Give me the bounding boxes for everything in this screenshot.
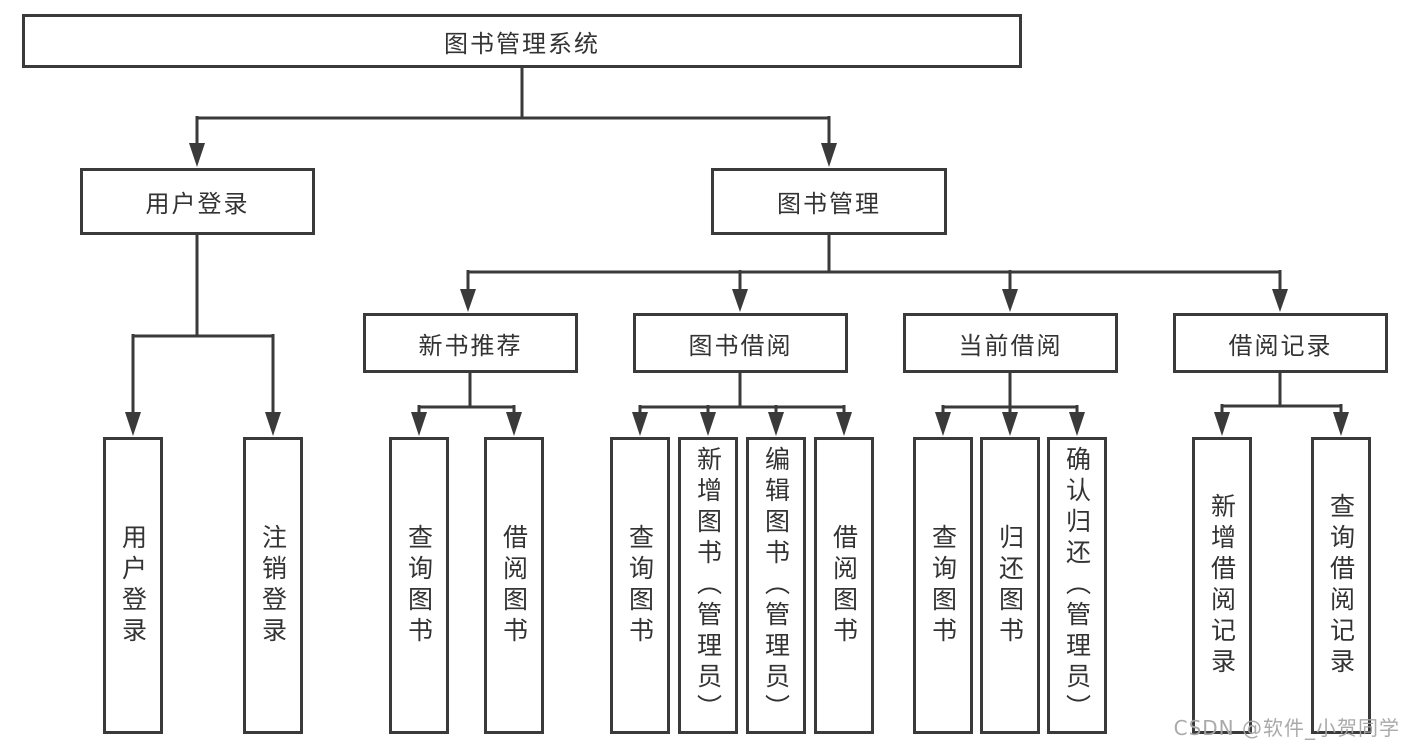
node-label: 当前借阅 [958,331,1063,360]
leaf-label: 借阅图书 [829,523,859,648]
node-new-book-recommend: 新书推荐 [363,313,578,373]
leaf-query-books-current: 查询图书 [913,437,973,734]
leaf-return-books: 归还图书 [980,437,1040,734]
node-label: 图书管理 [777,190,881,218]
node-label: 新书推荐 [418,331,523,360]
node-user-login: 用户登录 [80,168,315,235]
leaf-label: 新增借阅记录 [1207,492,1237,679]
leaf-label: 注销登录 [258,523,288,648]
node-borrow-records: 借阅记录 [1173,313,1388,373]
node-book-borrow: 图书借阅 [633,313,848,373]
leaf-borrow-books: 借阅图书 [814,437,874,734]
leaf-query-books-borrow: 查询图书 [610,437,670,734]
leaf-label: 确认归还（管理员） [1062,446,1092,725]
leaf-query-books-recommend: 查询图书 [389,437,449,734]
csdn-watermark: CSDN @软件_小贺同学 [1173,716,1400,740]
node-label: 图书管理系统 [444,29,600,58]
leaf-label: 编辑图书（管理员） [761,446,791,725]
leaf-label: 新增图书（管理员） [693,446,723,725]
node-library-management-system: 图书管理系统 [22,14,1022,68]
node-label: 图书借阅 [688,331,793,360]
leaf-label: 用户登录 [118,523,148,648]
leaf-confirm-return-admin: 确认归还（管理员） [1047,437,1107,734]
node-label: 用户登录 [145,190,250,218]
leaf-add-books-admin: 新增图书（管理员） [678,437,738,734]
leaf-borrow-books-recommend: 借阅图书 [484,437,544,734]
leaf-label: 查询图书 [928,523,958,648]
leaf-logout: 注销登录 [243,437,303,734]
leaf-edit-books-admin: 编辑图书（管理员） [746,437,806,734]
node-current-borrow: 当前借阅 [903,313,1118,373]
leaf-label: 查询图书 [625,523,655,648]
leaf-label: 查询图书 [404,523,434,648]
node-label: 借阅记录 [1228,331,1333,360]
leaf-label: 归还图书 [995,523,1025,648]
leaf-add-borrow-record: 新增借阅记录 [1192,437,1252,734]
leaf-label: 查询借阅记录 [1326,492,1356,679]
leaf-query-borrow-record: 查询借阅记录 [1311,437,1371,734]
leaf-label: 借阅图书 [499,523,529,648]
leaf-user-login: 用户登录 [103,437,163,734]
node-book-management: 图书管理 [711,168,947,235]
